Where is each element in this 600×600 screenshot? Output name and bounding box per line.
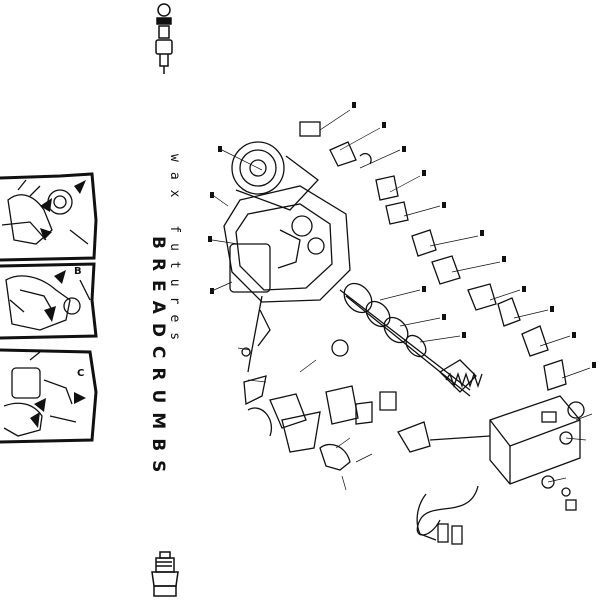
instruction-panel-b <box>0 262 98 340</box>
instruction-panel-c <box>0 348 98 444</box>
spark-plug-icon-top <box>155 3 173 74</box>
instruction-panels <box>0 172 98 444</box>
instruction-panel-a <box>0 172 98 262</box>
diagram-part-numbers <box>208 102 596 368</box>
exploded-engine-diagram <box>223 121 585 545</box>
artist-name: wax futures <box>167 154 182 351</box>
diagram-leader-lines <box>211 109 593 491</box>
panel-label-b: B <box>74 266 82 277</box>
spark-plug-icon-bottom <box>151 551 179 597</box>
panel-label-c: C <box>77 368 85 379</box>
album-title: BREADCRUMBS <box>148 236 168 482</box>
